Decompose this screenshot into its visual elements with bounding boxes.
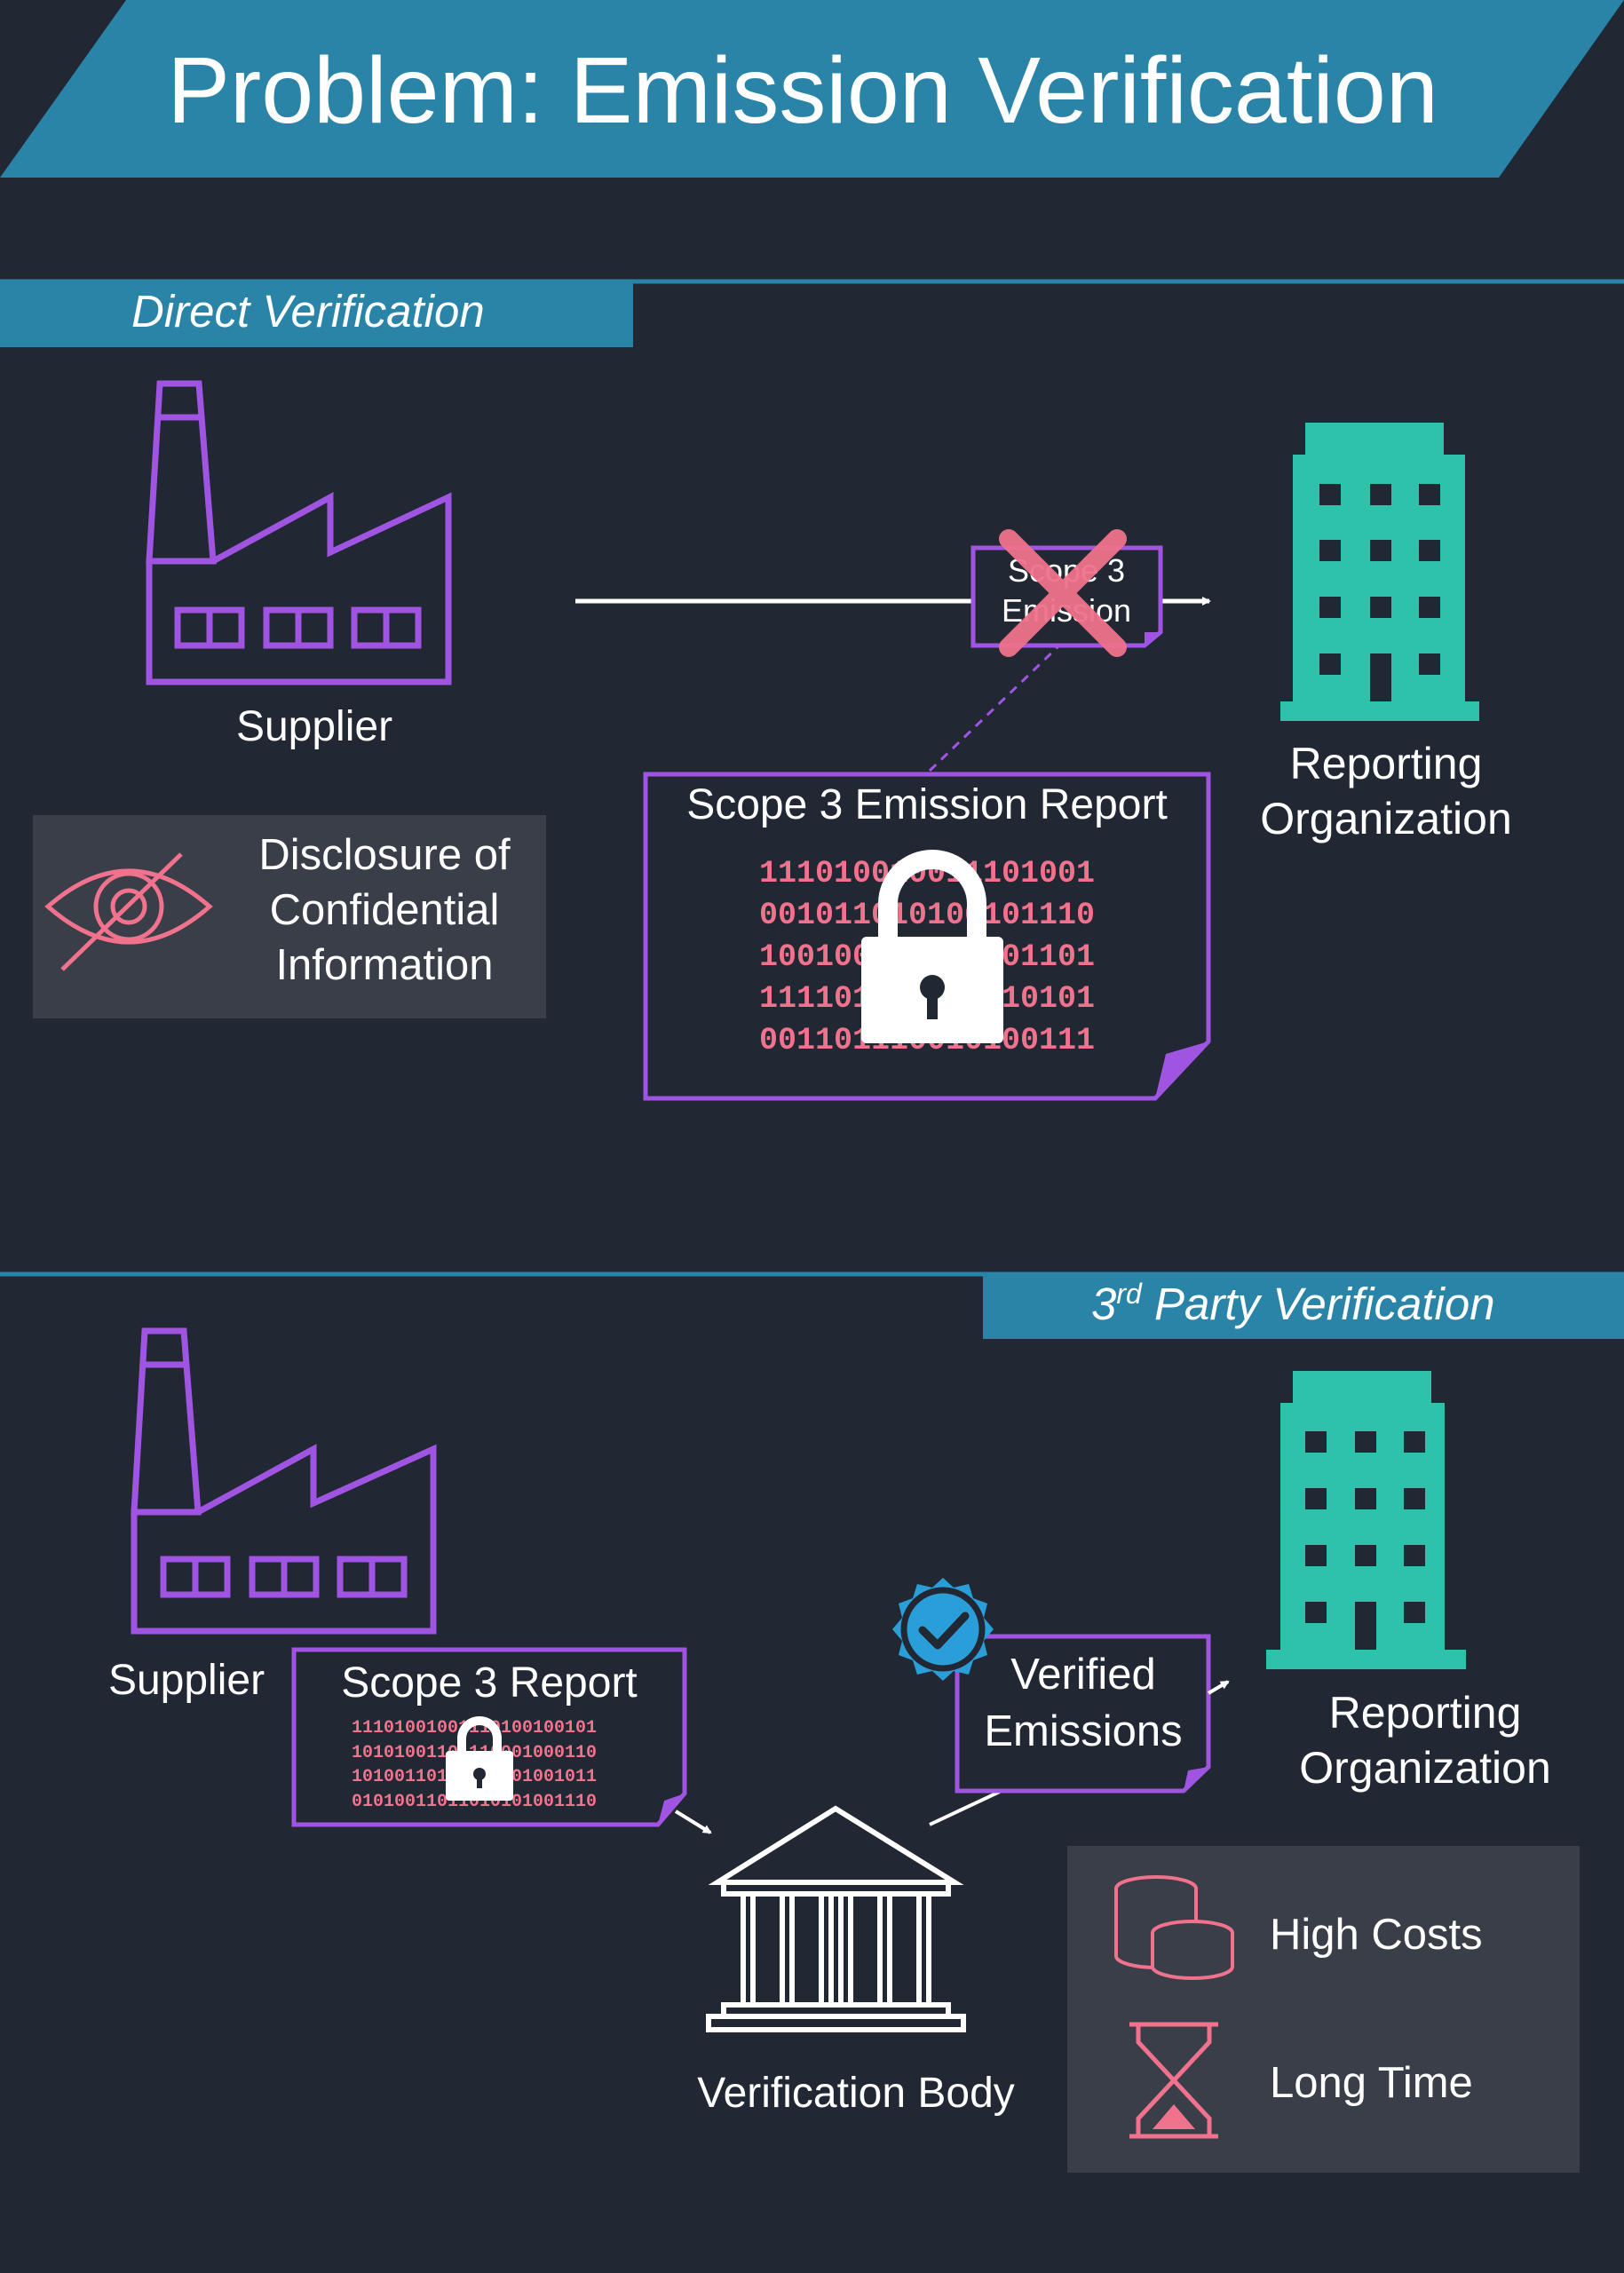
- report-title: Scope 3 Emission Report: [686, 781, 1168, 828]
- building-icon: [1280, 423, 1479, 721]
- verified-line2: Emissions: [984, 1707, 1182, 1755]
- coins-icon: [1114, 1875, 1234, 1980]
- verified-emissions-document: [955, 1634, 1211, 1794]
- binary-line: 001011010100101110: [759, 898, 1095, 933]
- eye-slash-icon: [44, 852, 213, 971]
- verification-body-label: Verification Body: [697, 2070, 1015, 2117]
- report-connector: [928, 644, 1061, 772]
- page-title: Problem: Emission Verification: [167, 38, 1438, 143]
- binary-line: 01010011011010101001110: [352, 1792, 597, 1812]
- hourglass-icon: [1129, 2022, 1218, 2139]
- verified-line1: Verified: [1010, 1651, 1155, 1699]
- lock-icon: [446, 1716, 513, 1801]
- lock-icon: [861, 850, 1003, 1043]
- verified-to-reporting-arrow: [1207, 1680, 1230, 1695]
- supplier-label: Supplier: [108, 1657, 265, 1704]
- direct-heading-banner: [0, 282, 633, 347]
- heading-rest: Party Verification: [1142, 1279, 1495, 1329]
- disclosure-line1: Disclosure of: [258, 831, 511, 879]
- reporting-org-label-line2: Organization: [1260, 794, 1512, 843]
- reporting-org-label-line1: Reporting: [1290, 739, 1483, 788]
- bank-icon: [706, 1805, 966, 2032]
- supplier-label: Supplier: [236, 703, 392, 750]
- third-party-heading-banner: [983, 1274, 1624, 1339]
- scope3-report-document: [291, 1647, 687, 1827]
- heading-superscript: rd: [1116, 1278, 1143, 1310]
- verified-seal-icon: [892, 1578, 994, 1681]
- cross-icon: [999, 529, 1127, 657]
- factory-icon: [146, 380, 452, 685]
- disclosure-line2: Confidential: [270, 886, 500, 934]
- emission-report-document: [643, 772, 1211, 1101]
- third-party-heading: 3rd Party Verification: [1091, 1278, 1495, 1329]
- disclosure-line3: Information: [275, 941, 493, 989]
- time-label: Long Time: [1270, 2059, 1473, 2107]
- report-to-body-arrow: [674, 1810, 712, 1834]
- direct-heading: Direct Verification: [131, 286, 485, 337]
- reporting-org-label-line2: Organization: [1299, 1743, 1551, 1793]
- binary-line: 11101001001110100100101: [352, 1718, 597, 1738]
- heading-number: 3: [1091, 1279, 1116, 1329]
- factory-icon: [131, 1327, 437, 1635]
- cost-label: High Costs: [1270, 1911, 1483, 1959]
- body-to-verified-connector: [929, 1788, 1004, 1826]
- report-title: Scope 3 Report: [341, 1659, 638, 1707]
- reporting-org-label-line1: Reporting: [1329, 1688, 1522, 1738]
- title-banner: [0, 0, 1624, 178]
- building-icon: [1266, 1371, 1466, 1669]
